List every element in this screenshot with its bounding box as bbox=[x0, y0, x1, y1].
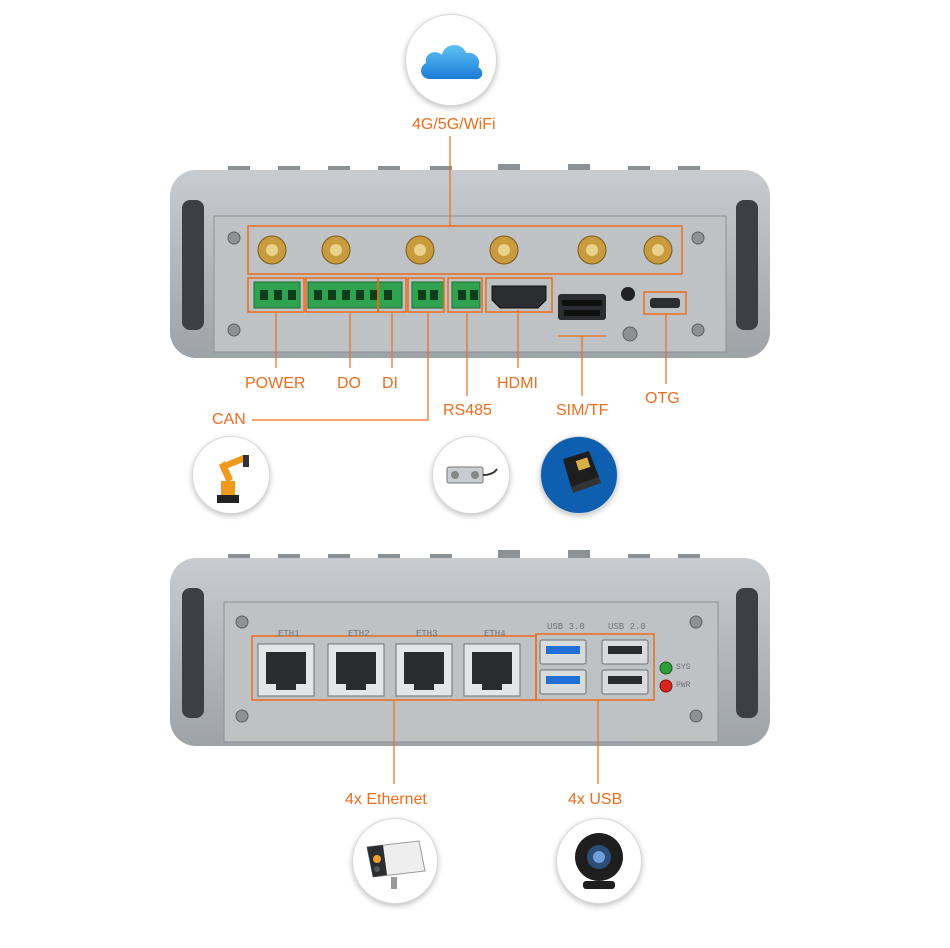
usb3-label: USB 3.0 bbox=[547, 622, 585, 632]
ip-camera-circle bbox=[352, 818, 438, 904]
robot-arm-circle bbox=[192, 436, 270, 514]
wireless-label: 4G/5G/WiFi bbox=[412, 116, 496, 133]
eth3-label: ETH3 bbox=[416, 629, 438, 639]
eth2-label: ETH2 bbox=[348, 629, 370, 639]
sim-card-icon bbox=[563, 451, 601, 493]
can-label: CAN bbox=[212, 411, 246, 428]
webcam-circle bbox=[556, 818, 642, 904]
cloud-icon bbox=[421, 44, 483, 80]
bottom-device-image bbox=[170, 550, 770, 746]
robot-arm-icon bbox=[217, 455, 249, 503]
top-device-image bbox=[170, 164, 770, 358]
ip-camera-icon bbox=[366, 840, 426, 889]
ethernet-label: 4x Ethernet bbox=[345, 791, 427, 808]
pwr-led-label: PWR bbox=[676, 681, 691, 690]
webcam-icon bbox=[575, 833, 623, 889]
power-label: POWER bbox=[245, 375, 306, 392]
sys-led-label: SYS bbox=[676, 663, 691, 672]
load-cell-circle bbox=[432, 436, 510, 514]
di-label: DI bbox=[382, 375, 398, 392]
rs485-label: RS485 bbox=[443, 402, 492, 419]
load-cell-sensor-icon bbox=[446, 466, 498, 484]
eth1-label: ETH1 bbox=[278, 629, 300, 639]
sim-tf-label: SIM/TF bbox=[556, 402, 609, 419]
sim-card-circle bbox=[540, 436, 618, 514]
otg-label: OTG bbox=[645, 390, 680, 407]
cloud-icon-circle bbox=[405, 14, 497, 106]
usb-label: 4x USB bbox=[568, 791, 623, 808]
eth4-label: ETH4 bbox=[484, 629, 506, 639]
usb2-label: USB 2.0 bbox=[608, 622, 646, 632]
do-label: DO bbox=[337, 375, 361, 392]
hdmi-label: HDMI bbox=[497, 375, 538, 392]
